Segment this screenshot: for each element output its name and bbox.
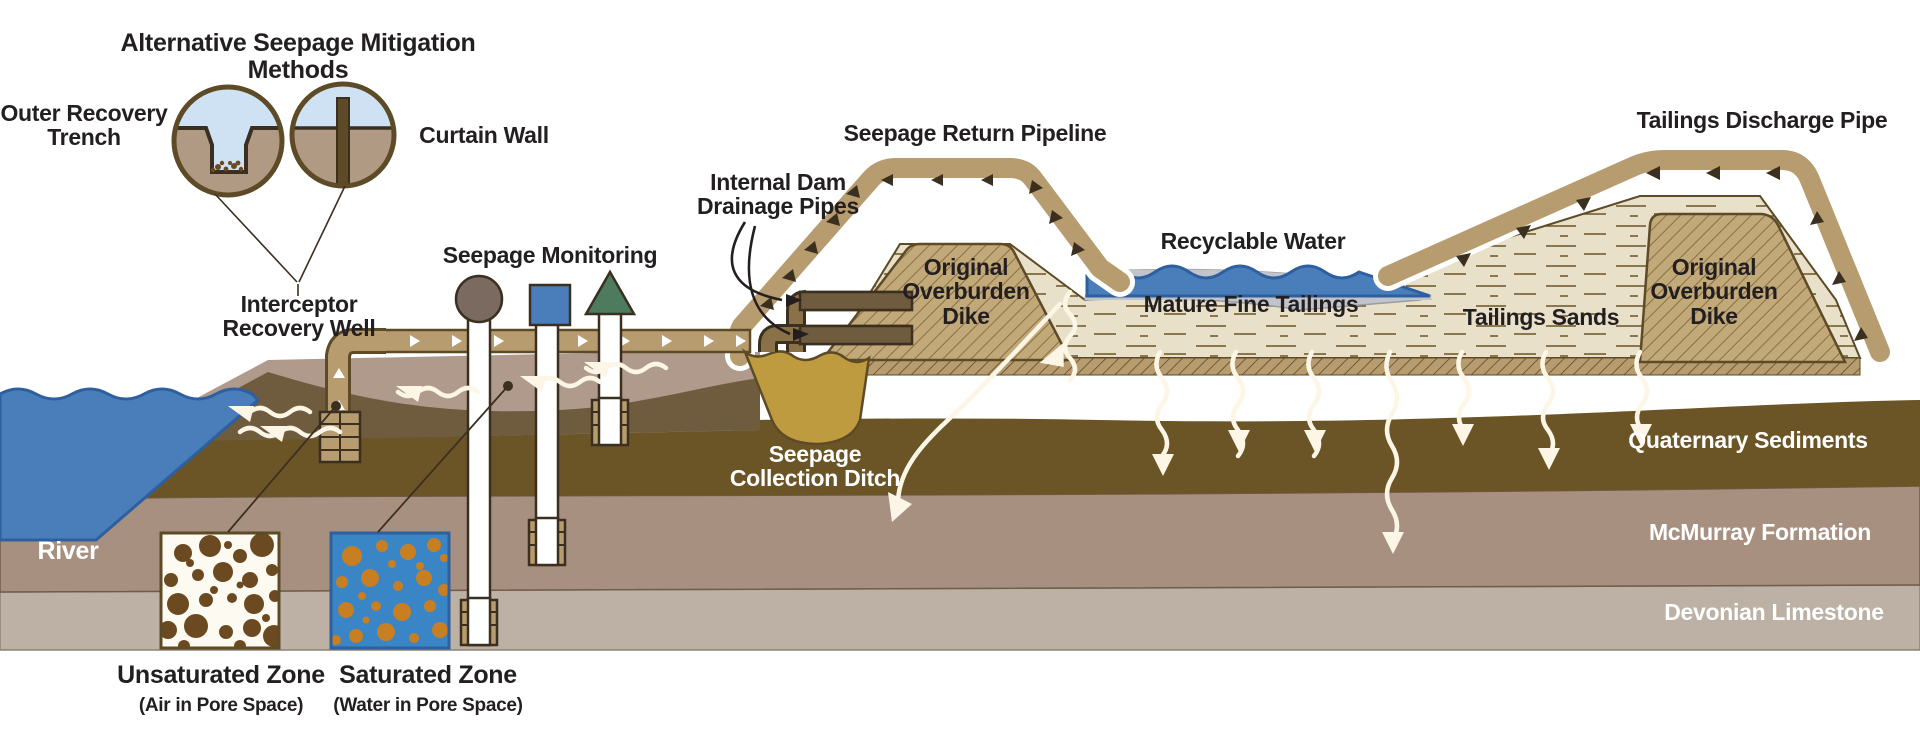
dike-seepage-arrowheads <box>888 342 1652 554</box>
tailings-discharge-pipe <box>1373 145 1895 367</box>
drainage-pipes-leader-lines <box>730 221 791 336</box>
original-overburden-dike-right-label: Original Overburden Dike <box>1650 254 1778 329</box>
legend-item-saturated-title: Saturated Zone <box>339 661 517 689</box>
internal-dam-drainage-pipes <box>758 290 914 352</box>
drainage-pipes-leader-arrowheads <box>786 294 809 341</box>
tailings-discharge-pipe-label: Tailings Discharge Pipe <box>1636 107 1888 133</box>
unsaturated-zone-swatch-border <box>159 531 281 650</box>
saturated-zone-swatch-border <box>329 531 451 650</box>
legend-item-saturated-subtitle: (Water in Pore Space) <box>333 695 523 716</box>
legend-leader-lines <box>227 385 509 533</box>
interceptor-recovery-well-label: Interceptor Recovery Well <box>222 291 376 342</box>
recyclable-water-label: Recyclable Water <box>1160 228 1346 254</box>
unsaturated-zone-swatch <box>161 533 279 648</box>
circle-marker-icon <box>454 274 504 324</box>
seepage-collection-ditch <box>742 348 871 446</box>
square-marker-icon <box>528 283 572 327</box>
seepage-return-pipeline <box>725 153 1135 371</box>
river-label: River <box>37 537 99 565</box>
internal-dam-drainage-pipes-label: Internal Dam Drainage Pipes <box>697 169 859 220</box>
tailings-pond <box>1084 264 1433 311</box>
triangle-marker-icon <box>583 269 637 316</box>
trench-gravel <box>210 160 244 173</box>
right-overburden-dike <box>1638 212 1848 364</box>
saturated-zone-swatch <box>331 533 449 648</box>
discharge-flow-arrows <box>1456 166 1868 341</box>
tailings-sands-label: Tailings Sands <box>1462 304 1620 330</box>
seepage-monitoring-label: Seepage Monitoring <box>442 242 658 268</box>
outer-recovery-trench-inset <box>174 87 282 195</box>
inset-panel-heading: Alternative Seepage Mitigation Methods <box>120 29 476 84</box>
devonian-limestone-label: Devonian Limestone <box>1664 599 1884 625</box>
mcmurray-formation-label: McMurray Formation <box>1648 519 1872 545</box>
curtain-wall-ring <box>289 81 397 189</box>
dike-seepage-paths <box>895 289 1650 545</box>
well-1-screen-box <box>459 596 499 647</box>
monitoring-well-square <box>527 283 572 567</box>
legend-leader-dots <box>331 381 513 411</box>
pipeline-flow-arrows <box>760 174 1085 310</box>
seepage-collection-ditch-label: Seepage Collection Ditch <box>729 441 901 492</box>
seepage-arrowheads-left <box>228 362 610 442</box>
river-water <box>0 387 261 542</box>
legend-item-unsaturated-subtitle: (Air in Pore Space) <box>138 695 304 716</box>
inset-leader-lines <box>214 185 346 283</box>
curtain-wall-label: Curtain Wall <box>419 122 549 148</box>
monitoring-well-circle <box>454 274 504 647</box>
interceptor-recovery-well-screen <box>318 410 362 464</box>
seepage-return-pipeline-label: Seepage Return Pipeline <box>843 120 1107 146</box>
legend-item-unsaturated-title: Unsaturated Zone <box>117 661 325 689</box>
quaternary-sediments-label: Quaternary Sediments <box>1628 427 1868 453</box>
outer-recovery-trench-ring <box>171 84 285 198</box>
outer-recovery-trench-label: Outer Recovery Trench <box>0 100 168 151</box>
devonian-limestone-layer <box>0 584 1920 651</box>
mature-fine-tailings-label: Mature Fine Tailings <box>1143 291 1359 317</box>
original-overburden-dike-left-label: Original Overburden Dike <box>902 254 1030 329</box>
